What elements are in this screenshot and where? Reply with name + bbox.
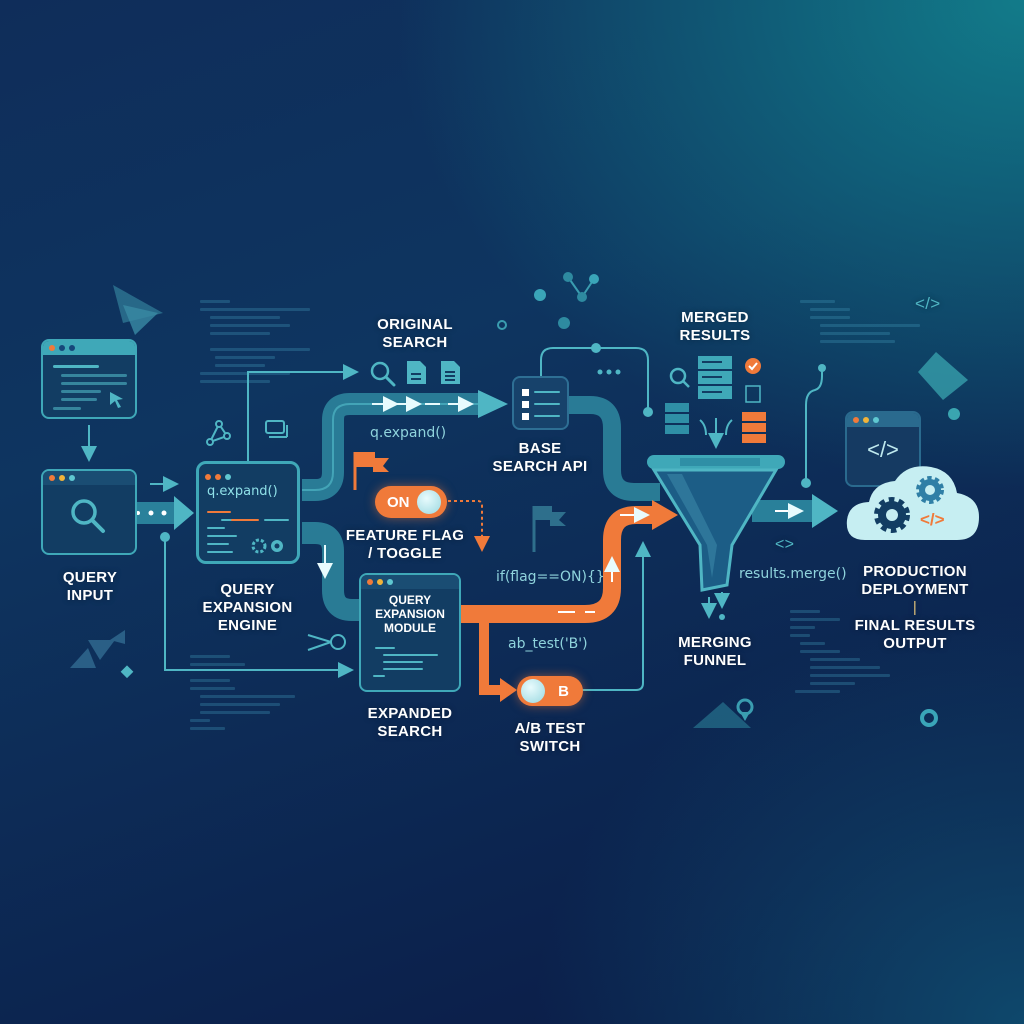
merged-results-icons (665, 356, 766, 443)
window-dot (59, 345, 65, 351)
window-dot-teal (873, 417, 879, 423)
query-input-window[interactable] (41, 469, 137, 555)
decorative-dot-right (948, 408, 960, 420)
base-search-api-label: BASE SEARCH API (492, 440, 588, 475)
production-code-window: </> (845, 411, 921, 487)
search-icon (370, 361, 396, 387)
window-dot-yellow (215, 474, 221, 480)
query-expansion-engine-window[interactable]: q.expand() (196, 461, 300, 564)
engine-code-snippet: q.expand() (207, 484, 278, 499)
feature-flag-label: FEATURE FLAG / TOGGLE (345, 527, 465, 562)
query-expansion-engine-label: QUERY EXPANSION ENGINE (202, 581, 293, 634)
query-input-label: QUERY INPUT (62, 569, 118, 604)
background-code-block-4 (770, 605, 890, 698)
gear-icon-small (916, 476, 944, 504)
production-deployment-label: PRODUCTION DEPLOYMENT | FINAL RESULTS OU… (845, 563, 985, 653)
decorative-triangles-bottom-left (70, 630, 134, 679)
merging-funnel-label: MERGING FUNNEL (678, 634, 752, 669)
ab-test-switch-label: A/B TEST SWITCH (514, 720, 586, 755)
window-dot-red (49, 345, 55, 351)
window-dot-red (367, 579, 373, 585)
query-text-window (41, 339, 137, 419)
window-dot-teal (69, 475, 75, 481)
gear-icon (874, 497, 910, 533)
document-list-icon (407, 361, 426, 384)
module-title: QUERY EXPANSION MODULE (375, 593, 445, 635)
network-node-icon (534, 272, 599, 329)
document-text-icon (441, 361, 460, 384)
cursor-icon (110, 392, 123, 408)
location-pin-icon (736, 698, 754, 721)
base-search-api-box[interactable] (512, 376, 569, 430)
separator: | (912, 599, 918, 616)
toggle-on-text: ON (387, 493, 410, 511)
window-dot-red (49, 475, 55, 481)
window-code-tag-icon: </> (867, 437, 899, 462)
original-search-label: ORIGINAL SEARCH (377, 316, 453, 351)
flag-icon (353, 452, 389, 490)
merged-results-label: MERGED RESULTS (679, 309, 751, 344)
background-code-block-2 (180, 650, 310, 735)
feature-flag-toggle[interactable]: ON (375, 486, 447, 518)
code-tag-mid: <> (775, 536, 795, 553)
toggle-knob (417, 490, 441, 514)
decorative-triangle-right (918, 352, 968, 400)
expanded-search-label: EXPANDED SEARCH (367, 705, 453, 740)
stack-windows-icon (265, 420, 288, 438)
code-tag-top-right: </> (915, 294, 941, 313)
graph-share-icon (206, 420, 231, 446)
window-dot-yellow (59, 475, 65, 481)
small-circle-icon (497, 320, 507, 330)
ab-test-toggle[interactable]: B (517, 676, 583, 706)
decorative-triangles-top-left (113, 285, 163, 335)
window-dot-teal (387, 579, 393, 585)
window-dot-teal (225, 474, 231, 480)
query-expansion-module-window[interactable]: QUERY EXPANSION MODULE (359, 573, 461, 692)
expand-call-label: q.expand() (370, 425, 447, 441)
background-code-block-3 (790, 295, 920, 348)
background-code-block-1 (200, 295, 310, 388)
ab-call-label: ab_test('B') (508, 636, 588, 652)
toggle-knob (521, 679, 545, 703)
ring-icon (920, 709, 938, 727)
toggle-b-text: B (558, 682, 569, 700)
decorative-mountain (693, 702, 751, 728)
window-dot (69, 345, 75, 351)
cloud-code-tag-icon: </> (920, 510, 945, 529)
window-dot-red (205, 474, 211, 480)
flag-condition-label: if(flag==ON){} (496, 569, 605, 585)
search-icon (71, 499, 105, 533)
window-dot-yellow (863, 417, 869, 423)
flag-outline-icon (532, 506, 566, 552)
window-dot-red (853, 417, 859, 423)
funnel-icon (647, 455, 785, 592)
window-dot-yellow (377, 579, 383, 585)
merge-call-label: results.merge() (739, 566, 847, 582)
gears-icon (251, 538, 283, 554)
